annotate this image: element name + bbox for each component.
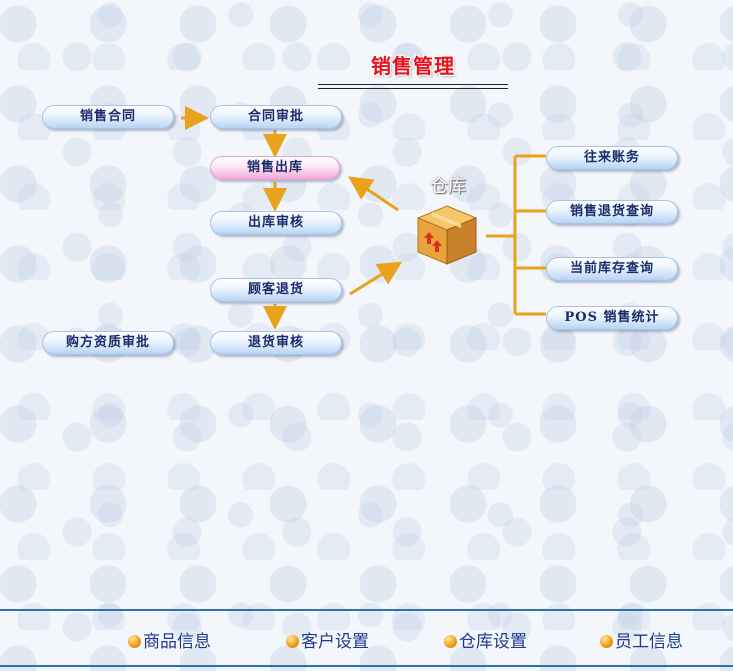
footer-link-product-info[interactable]: 商品信息: [128, 631, 211, 653]
orange-dot-icon: [444, 635, 457, 648]
page-title: 销售管理: [371, 54, 455, 78]
footer-top-line: [0, 609, 733, 611]
box-icon[interactable]: [414, 202, 480, 268]
footer-link-staff-info[interactable]: 员工信息: [600, 631, 683, 653]
buyer-qualification-button[interactable]: 购方资质审批: [42, 331, 174, 355]
pos-stats-button[interactable]: POS 销售统计: [546, 306, 678, 330]
outbound-review-button[interactable]: 出库审核: [210, 211, 342, 235]
orange-dot-icon: [128, 635, 141, 648]
footer-link-label: 客户设置: [301, 632, 369, 652]
return-review-button[interactable]: 退货审核: [210, 331, 342, 355]
sales-contract-button[interactable]: 销售合同: [42, 105, 174, 129]
footer-link-customer-settings[interactable]: 客户设置: [286, 631, 369, 653]
arrow-return-to-warehouse: [349, 261, 403, 296]
contract-approval-button[interactable]: 合同审批: [210, 105, 342, 129]
stock-query-button[interactable]: 当前库存查询: [546, 257, 678, 281]
customer-return-button[interactable]: 顾客退货: [210, 278, 342, 302]
return-query-button[interactable]: 销售退货查询: [546, 200, 678, 224]
footer-bottom-line: [0, 665, 733, 667]
orange-dot-icon: [286, 635, 299, 648]
footer-link-label: 仓库设置: [459, 632, 527, 652]
orange-dot-icon: [600, 635, 613, 648]
footer-link-label: 员工信息: [615, 632, 683, 652]
sales-outbound-button[interactable]: 销售出库: [210, 156, 340, 180]
footer-link-warehouse-settings[interactable]: 仓库设置: [444, 631, 527, 653]
title-underline: [318, 84, 508, 89]
arrow-warehouse-to-outbound: [348, 176, 399, 212]
footer-link-label: 商品信息: [143, 632, 211, 652]
accounts-button[interactable]: 往来账务: [546, 146, 678, 170]
warehouse-label: 仓库: [430, 176, 466, 197]
